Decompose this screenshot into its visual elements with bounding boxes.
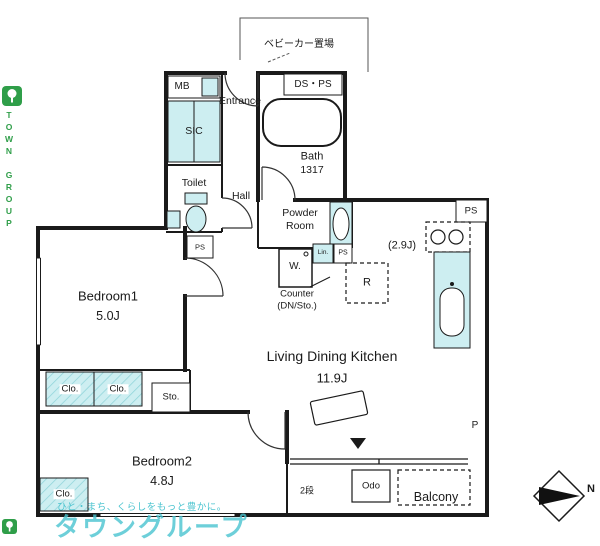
walls-outer — [36, 71, 489, 517]
stroller-area-label: ベビーカー置場 — [264, 39, 334, 50]
stove-area — [425, 221, 471, 253]
bedroom1-door-arc — [184, 257, 224, 297]
bedroom2-door-arc — [247, 411, 286, 450]
fridge-label: R — [363, 276, 371, 289]
stroller-leader-line — [267, 52, 291, 63]
windows — [35, 257, 468, 518]
faucet-icon — [450, 282, 454, 286]
toilet-bowl — [185, 205, 207, 233]
balcony-access-marker — [350, 438, 366, 449]
compass — [532, 469, 586, 523]
closet3-label: Clo. — [53, 488, 75, 500]
door-arcs — [184, 72, 296, 450]
linen-box — [312, 243, 334, 264]
entrance-label: Entrance — [218, 94, 262, 107]
storage-box — [151, 382, 191, 413]
ps-mid-label: PS — [338, 249, 348, 257]
bedroom1-size-label: 5.0J — [96, 308, 120, 323]
kitchen-size-label: (2.9J) — [387, 239, 417, 252]
counter-leader-line — [309, 276, 331, 288]
powder-basin — [332, 207, 350, 241]
fridge-space — [345, 262, 389, 304]
kitchen-sink — [439, 287, 465, 337]
balcony-sliding-door — [290, 458, 468, 465]
counter-label-2: (DN/Sto.) — [277, 300, 317, 312]
sic-label: SIC — [185, 124, 203, 137]
pipe-space-mid — [333, 243, 353, 264]
towngroup-logo-icon — [2, 86, 22, 106]
duct-space — [283, 73, 343, 96]
burner-icon — [448, 229, 464, 245]
burner-icon — [430, 229, 446, 245]
table-icon — [309, 390, 369, 426]
bedroom2-label: Bedroom2 — [132, 453, 192, 469]
meter-box-unit — [201, 77, 219, 97]
meter-box-label: MB — [174, 81, 190, 92]
ldk-size-label: 11.9J — [316, 370, 348, 386]
closet1-label: Clo. — [59, 383, 81, 395]
compass-needle-icon — [539, 487, 580, 505]
washer-pan — [278, 248, 313, 288]
powder-room-label-2: Room — [285, 219, 315, 232]
bath-size-label: 1317 — [300, 163, 324, 176]
toilet-door-arc — [221, 197, 253, 229]
counter-label-1: Counter — [280, 288, 314, 300]
tier2-label: 2段 — [299, 485, 315, 496]
powder-room-label-1: Powder — [282, 206, 318, 219]
compass-north-label: N — [587, 483, 595, 495]
pipe-space-kitchen — [455, 199, 488, 223]
watermark-tagline: ひと・まち、くらしをもっと豊かに。 — [57, 502, 227, 513]
washer-label: W. — [289, 261, 301, 272]
building-outline-lines — [239, 17, 369, 72]
ps-kitchen-label: PS — [464, 205, 478, 217]
pipe-space-bedroom1 — [186, 235, 214, 259]
bathtub — [262, 98, 342, 147]
pipe-right-label: P — [471, 420, 479, 431]
towngroup-logo-small-icon — [2, 519, 17, 534]
hall-label: Hall — [231, 189, 251, 202]
closet2-label: Clo. — [107, 383, 129, 395]
bedroom1-label: Bedroom1 — [78, 288, 138, 304]
balcony-label: Balcony — [413, 489, 459, 504]
fixtures — [39, 73, 488, 512]
linen-label: Lin. — [317, 248, 329, 256]
ds-ps-label: DS・PS — [294, 79, 332, 90]
toilet-tank — [184, 192, 208, 205]
storage-label: Sto. — [162, 391, 180, 403]
ldk-label: Living Dining Kitchen — [266, 348, 398, 364]
bath-door-arc — [261, 166, 296, 201]
water-heater-box — [351, 469, 391, 503]
bedroom2-size-label: 4.8J — [150, 473, 174, 488]
entrance-door-arc — [224, 72, 259, 107]
towngroup-vertical-text: TOWN GROUP — [4, 110, 14, 230]
toilet-handwash — [166, 210, 181, 229]
water-heater-label: Odo — [362, 480, 380, 492]
toilet-label: Toilet — [181, 176, 207, 189]
bath-label: Bath — [300, 150, 324, 163]
watermark-brand: タウングループ — [54, 512, 249, 542]
balcony-hatch-area — [397, 469, 471, 506]
ps-bedroom1-label: PS — [194, 242, 206, 252]
